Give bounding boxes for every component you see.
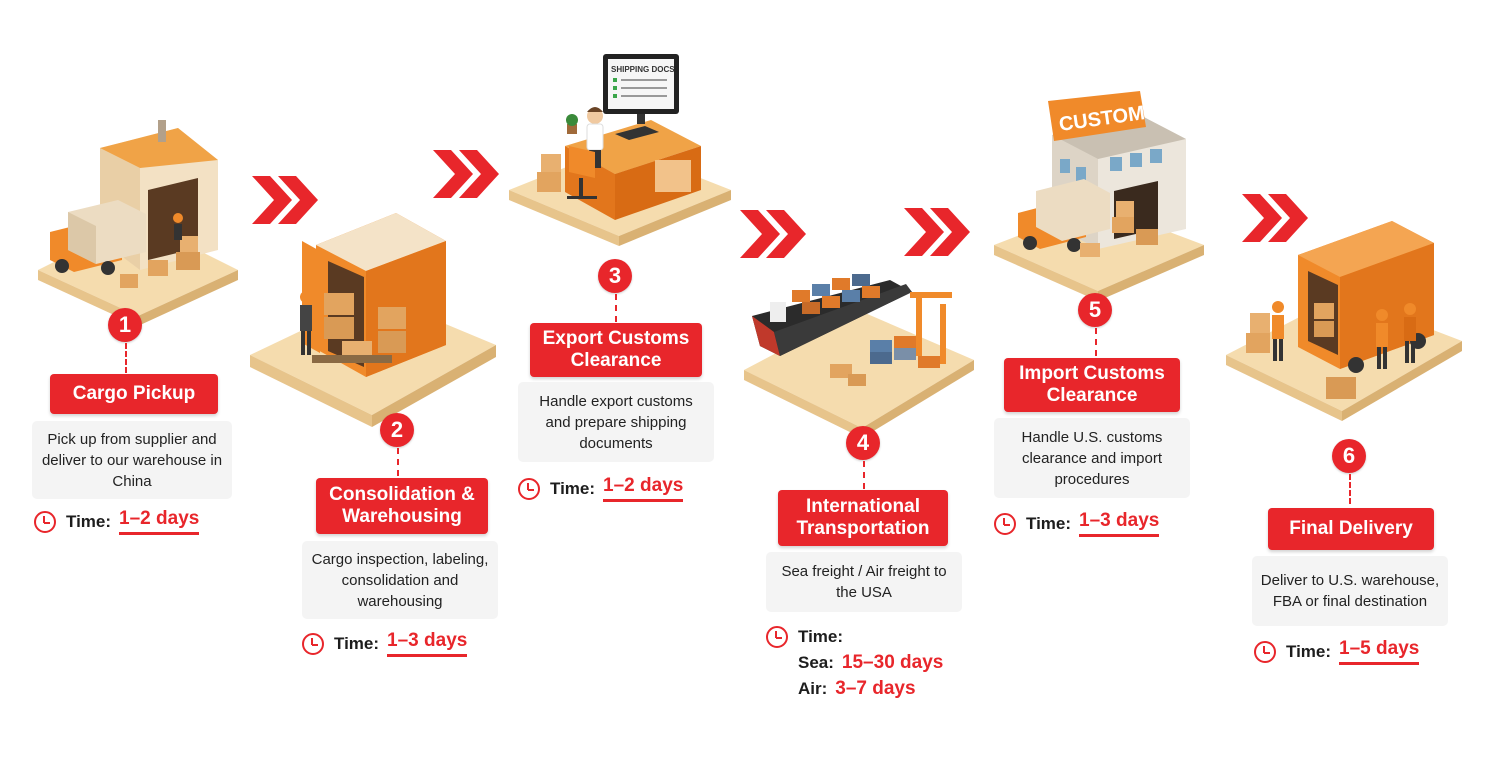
step-number: 5 <box>1078 293 1112 327</box>
step-number: 2 <box>380 413 414 447</box>
clock-icon <box>518 477 540 500</box>
dashed-connector <box>397 448 399 476</box>
step-title: Final Delivery <box>1268 508 1434 550</box>
chevron-right-icon <box>433 146 501 207</box>
clock-icon <box>302 632 324 655</box>
chevron-right-icon <box>252 172 320 233</box>
time-label: Time: <box>1026 513 1072 533</box>
time-value: 1–3 days <box>387 630 468 657</box>
step-number: 1 <box>108 308 142 342</box>
step-description: Sea freight / Air freight to the USA <box>766 552 962 612</box>
air-label: Air: <box>798 679 828 698</box>
monitor-screen-text: SHIPPING DOCS <box>611 65 675 74</box>
clock-icon <box>994 512 1016 535</box>
step-description: Cargo inspection, labeling, consolidatio… <box>302 541 498 619</box>
step-description: Pick up from supplier and deliver to our… <box>32 421 232 499</box>
time-label: Time: <box>66 511 112 531</box>
cargo-ship-icon <box>740 260 980 440</box>
clock-icon <box>1254 640 1276 663</box>
step-description: Deliver to U.S. warehouse, FBA or final … <box>1252 556 1448 626</box>
chevron-right-icon <box>1242 190 1310 251</box>
step-title: Cargo Pickup <box>50 374 218 414</box>
customs-building-icon: CUSTOMS <box>990 91 1210 301</box>
step-number: 3 <box>598 259 632 293</box>
sea-time-value: 15–30 days <box>841 652 944 673</box>
dashed-connector <box>1095 328 1097 356</box>
time-value: 1–3 days <box>1079 510 1160 537</box>
step-time: Time: Sea: 15–30 days Air: 3–7 days <box>766 624 943 702</box>
container-loading-icon <box>246 205 502 435</box>
step-title: Consolidation & Warehousing <box>316 478 488 534</box>
computer-desk-icon: SHIPPING DOCS <box>505 50 735 246</box>
step-time: Time: 1–3 days <box>302 630 468 657</box>
air-time-value: 3–7 days <box>835 678 916 699</box>
dashed-connector <box>125 343 127 373</box>
chevron-right-icon <box>740 206 808 267</box>
step-number: 6 <box>1332 439 1366 473</box>
dashed-connector <box>1349 474 1351 504</box>
time-value: 1–2 days <box>119 508 200 535</box>
delivery-truck-icon <box>1222 215 1466 425</box>
step-title: Import Customs Clearance <box>1004 358 1180 412</box>
step-time: Time: 1–3 days <box>994 510 1160 537</box>
time-label: Time: <box>1286 641 1332 661</box>
step-time: Time: 1–5 days <box>1254 638 1420 665</box>
chevron-right-icon <box>904 204 972 265</box>
time-value: 1–2 days <box>603 475 684 502</box>
dashed-connector <box>863 461 865 489</box>
step-title: International Transportation <box>778 490 948 546</box>
clock-icon <box>34 510 56 533</box>
time-value: 1–5 days <box>1339 638 1420 665</box>
step-description: Handle U.S. customs clearance and import… <box>994 418 1190 498</box>
clock-icon <box>766 626 788 648</box>
time-label: Time: <box>798 627 844 646</box>
time-label: Time: <box>550 478 596 498</box>
step-time: Time: 1–2 days <box>34 508 200 535</box>
step-description: Handle export customs and prepare shippi… <box>518 382 714 462</box>
time-label: Time: <box>334 633 380 653</box>
step-title: Export Customs Clearance <box>530 323 702 377</box>
sea-label: Sea: <box>798 653 834 672</box>
truck-warehouse-icon <box>28 120 248 326</box>
step-time: Time: 1–2 days <box>518 475 684 502</box>
step-number: 4 <box>846 426 880 460</box>
dashed-connector <box>615 294 617 322</box>
